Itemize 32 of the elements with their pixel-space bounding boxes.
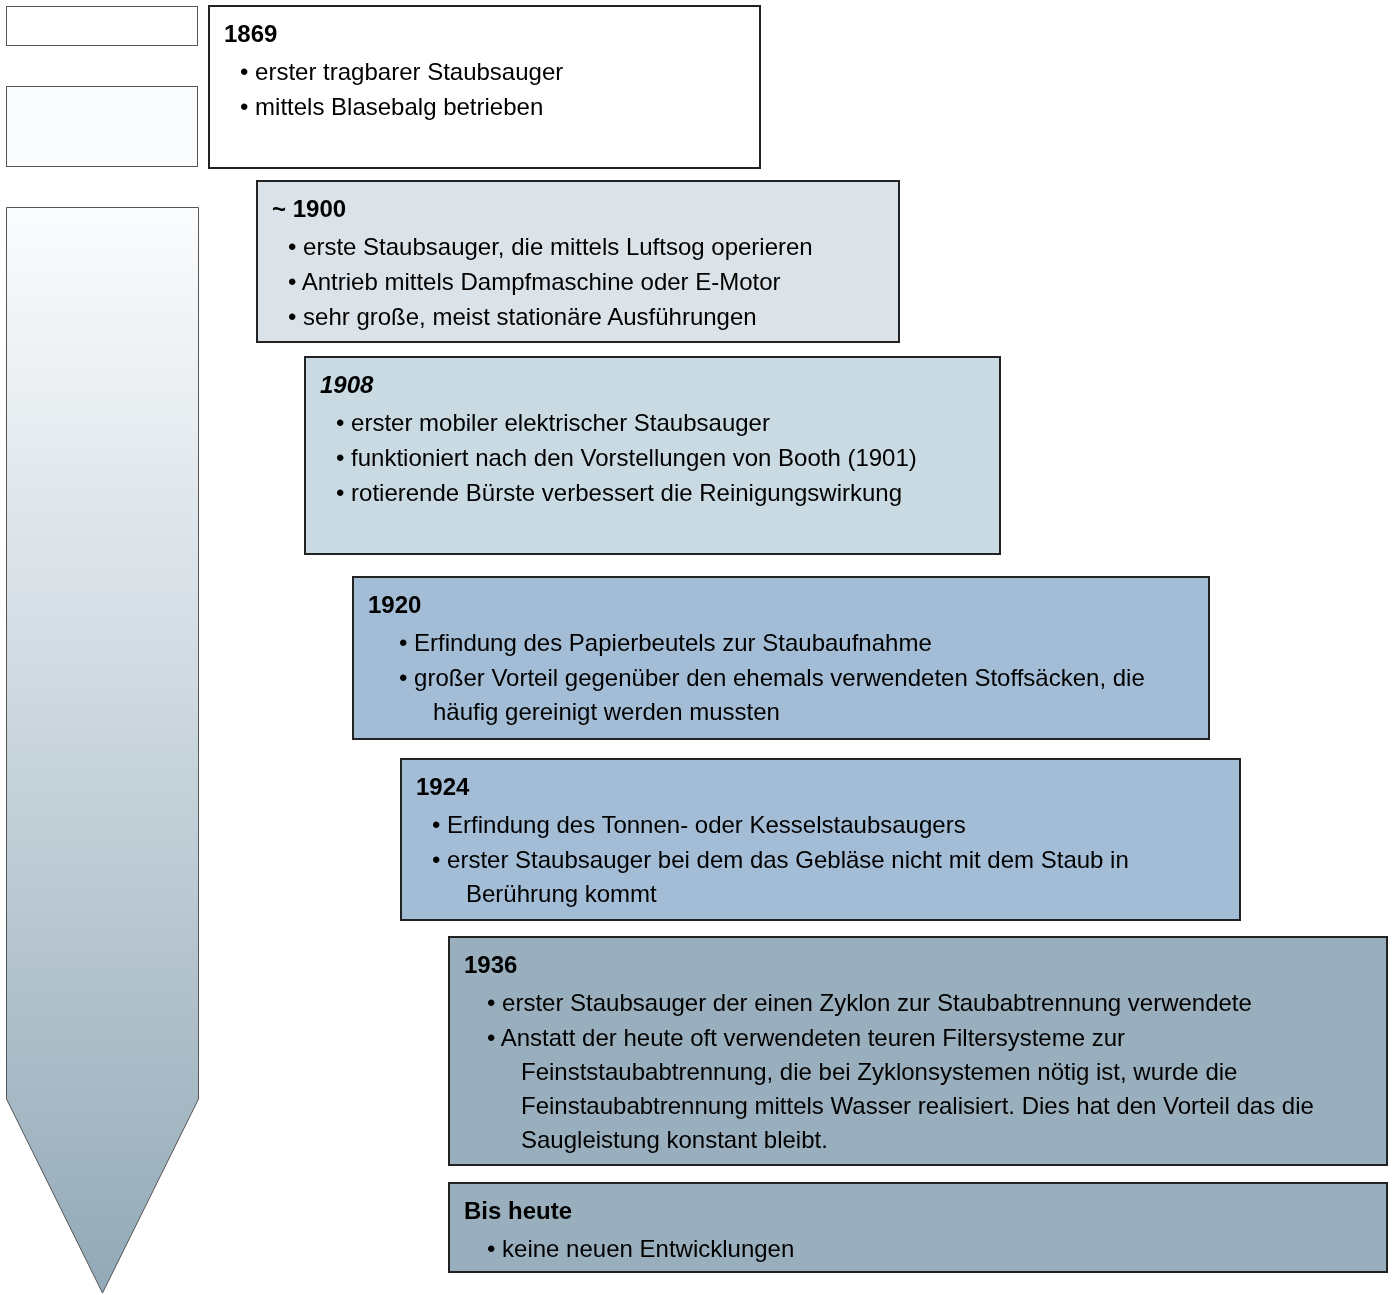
bullet-item: • erster mobiler elektrischer Staubsauger: [336, 408, 771, 438]
timeline-box: [448, 936, 1388, 1166]
timeline-box: [448, 1182, 1388, 1273]
timeline-box: [352, 576, 1210, 740]
timeline-box: [304, 356, 1001, 555]
bullet-item: • funktioniert nach den Vorstellungen von Booth (1901): [336, 443, 918, 473]
bullet-item: • rotierende Bürste verbessert die Reinigungswirkung: [336, 478, 904, 508]
bullet-item: • großer Vorteil gegenüber den ehemals verwendeten Stoffsäcken, die häufig gereinigt werden mussten: [399, 663, 1146, 727]
bullet-item: • mittels Blasebalg betrieben: [240, 92, 545, 122]
timeline-box: [400, 758, 1241, 921]
bullet-item: • erster Staubsauger der einen Zyklon zur Staubabtrennung verwendete: [487, 988, 1253, 1018]
bullet-item: • erste Staubsauger, die mittels Luftsog operieren: [288, 232, 814, 262]
bullet-item: • Erfindung des Papierbeutels zur Staubaufnahme: [399, 628, 933, 658]
bullet-item: • erster tragbarer Staubsauger: [240, 57, 565, 87]
year-heading: 1936: [464, 950, 519, 980]
year-heading: 1924: [416, 772, 471, 802]
year-heading: 1920: [368, 590, 423, 620]
year-heading: Bis heute: [464, 1196, 574, 1226]
empty-box: [6, 6, 198, 46]
year-heading: 1908: [320, 370, 375, 400]
timeline-box: [208, 5, 761, 169]
timeline-box: [256, 180, 900, 343]
empty-box: [6, 86, 198, 167]
year-heading: ~ 1900: [272, 194, 348, 224]
timeline-arrow: [6, 207, 199, 1294]
bullet-item: • Anstatt der heute oft verwendeten teuren Filtersysteme zur Feinststaubabtrennung, die bei Zyklonsystemen nötig ist, wurde die Feinstaubabtrennung mittels Wasser realisiert. Dies hat den Vorteil das die Saugleistung konstant bleibt.: [487, 1023, 1315, 1155]
bullet-item: • erster Staubsauger bei dem das Gebläse nicht mit dem Staub in Berührung kommt: [432, 845, 1130, 909]
bullet-item: • keine neuen Entwicklungen: [487, 1234, 796, 1264]
bullet-item: • Erfindung des Tonnen- oder Kesselstaubsaugers: [432, 810, 967, 840]
bullet-item: • sehr große, meist stationäre Ausführungen: [288, 302, 758, 332]
year-heading: 1869: [224, 19, 279, 49]
bullet-item: • Antrieb mittels Dampfmaschine oder E-Motor: [288, 267, 782, 297]
